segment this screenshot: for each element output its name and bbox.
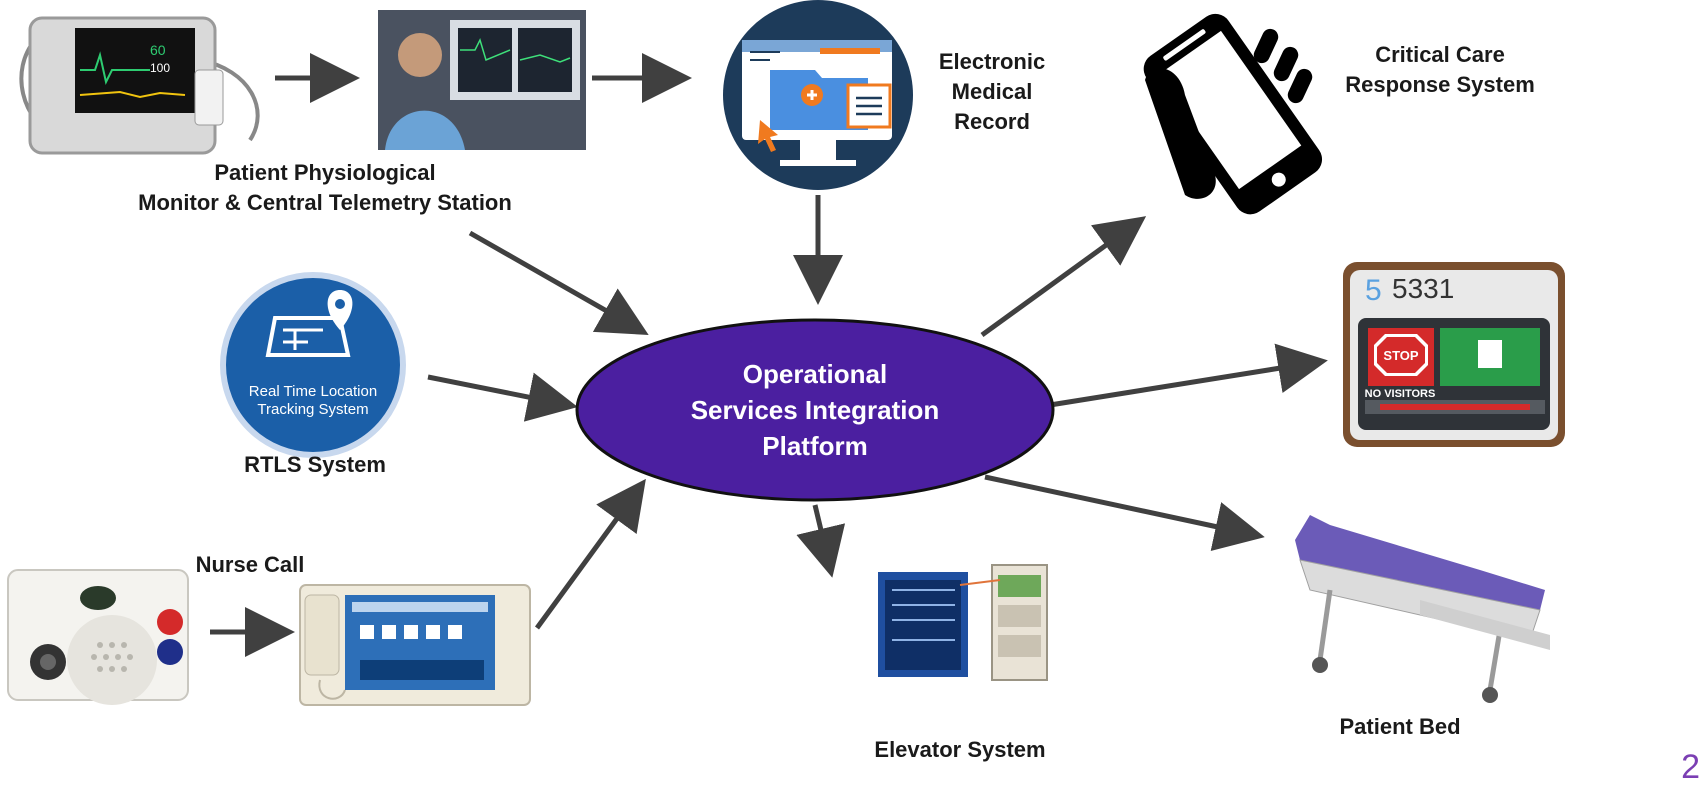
patient-monitor-image: 60 100 <box>19 16 260 155</box>
critical-care-label-line1: Critical Care <box>1375 42 1505 67</box>
connector-arrows <box>210 53 1328 657</box>
hub-label-line2: Services Integration <box>690 395 940 425</box>
monitor-readout-spo2: 100 <box>150 61 170 75</box>
elevator-label-line1: Elevator System <box>874 737 1046 762</box>
hub-label: Operational Services Integration Platfor… <box>580 340 1050 480</box>
rtls-badge-line1: Real Time Location <box>249 383 377 400</box>
arrow-nursecall-to-hub <box>534 478 646 630</box>
rtls-badge: Real Time Location Tracking System <box>220 272 406 458</box>
critical-care-label-line2: Response System <box>1345 72 1535 97</box>
arrow-hub-to-elevator <box>796 504 846 578</box>
integration-platform-hub <box>575 318 1055 502</box>
nurse-call-label: Nurse Call <box>170 550 330 580</box>
elevator-image <box>878 564 1048 681</box>
nurse-call-console-image <box>299 584 531 706</box>
physio-monitor-label-line2: Monitor & Central Telemetry Station <box>138 190 512 215</box>
emr-label: Electronic Medical Record <box>912 47 1072 137</box>
arrow-hub-to-critical <box>980 216 1147 338</box>
emr-label-line3: Record <box>954 109 1030 134</box>
mobile-phone-icon <box>1143 13 1323 215</box>
patient-bed-label-line1: Patient Bed <box>1339 714 1461 739</box>
door-sign-zone: 5 <box>1365 274 1382 307</box>
door-sign-stop: STOP <box>1383 348 1418 363</box>
page-number: 2 <box>1681 748 1700 786</box>
arrow-physio-to-hub <box>468 230 649 335</box>
emr-label-line2: Medical <box>951 79 1033 104</box>
central-station-image <box>378 10 586 150</box>
emr-label-line1: Electronic <box>938 49 1046 74</box>
rtls-label: RTLS System <box>220 450 410 480</box>
physio-monitor-label: Patient Physiological Monitor & Central … <box>110 158 540 218</box>
door-sign-room: 5331 <box>1392 273 1454 304</box>
emr-icon <box>723 0 913 190</box>
rtls-label-line1: RTLS System <box>244 452 386 477</box>
monitor-readout-hr: 60 <box>150 42 166 58</box>
arrow-hub-to-doorsign <box>1049 343 1328 408</box>
hub-label-line1: Operational <box>742 359 888 389</box>
physio-monitor-label-line1: Patient Physiological <box>214 160 436 185</box>
nurse-call-unit-image <box>7 569 189 705</box>
critical-care-label: Critical Care Response System <box>1330 40 1550 100</box>
hub-label-line3: Platform <box>762 431 868 461</box>
nurse-call-label-line1: Nurse Call <box>195 552 305 577</box>
door-sign-no-visitors: NO VISITORS <box>1365 388 1436 400</box>
elevator-label: Elevator System <box>850 735 1070 765</box>
patient-bed-label: Patient Bed <box>1300 712 1500 742</box>
arrow-hub-to-bed <box>984 474 1265 552</box>
arrow-rtls-to-hub <box>427 372 578 422</box>
door-sign-image: 5 5331 STOP NO VISITORS <box>1343 262 1565 447</box>
rtls-badge-line2: Tracking System <box>257 401 368 418</box>
patient-bed-image <box>1295 515 1550 703</box>
